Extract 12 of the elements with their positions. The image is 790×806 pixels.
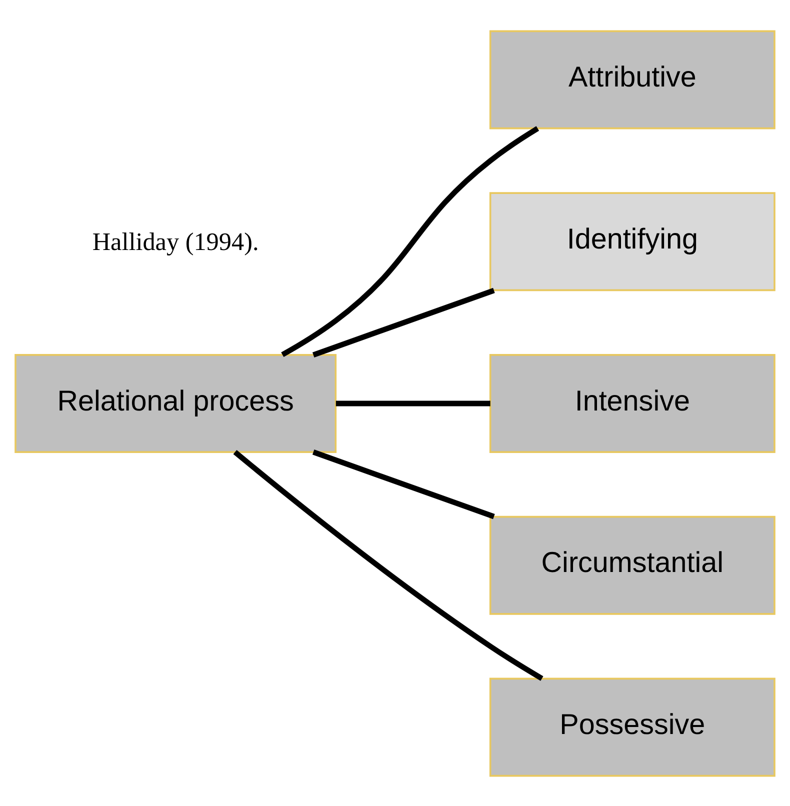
- node-box: Attributive: [489, 30, 776, 129]
- node-box: Intensive: [489, 354, 776, 452]
- node-box: Circumstantial: [489, 515, 776, 614]
- connector: [336, 400, 490, 406]
- connector: [312, 287, 495, 357]
- label: Halliday (1994).: [92, 228, 259, 256]
- connector: [281, 126, 540, 357]
- connector: [233, 450, 544, 680]
- connector: [312, 449, 495, 519]
- node-box: Identifying: [489, 192, 776, 291]
- node-box: Relational process: [14, 354, 337, 452]
- node-box: Possessive: [489, 677, 776, 776]
